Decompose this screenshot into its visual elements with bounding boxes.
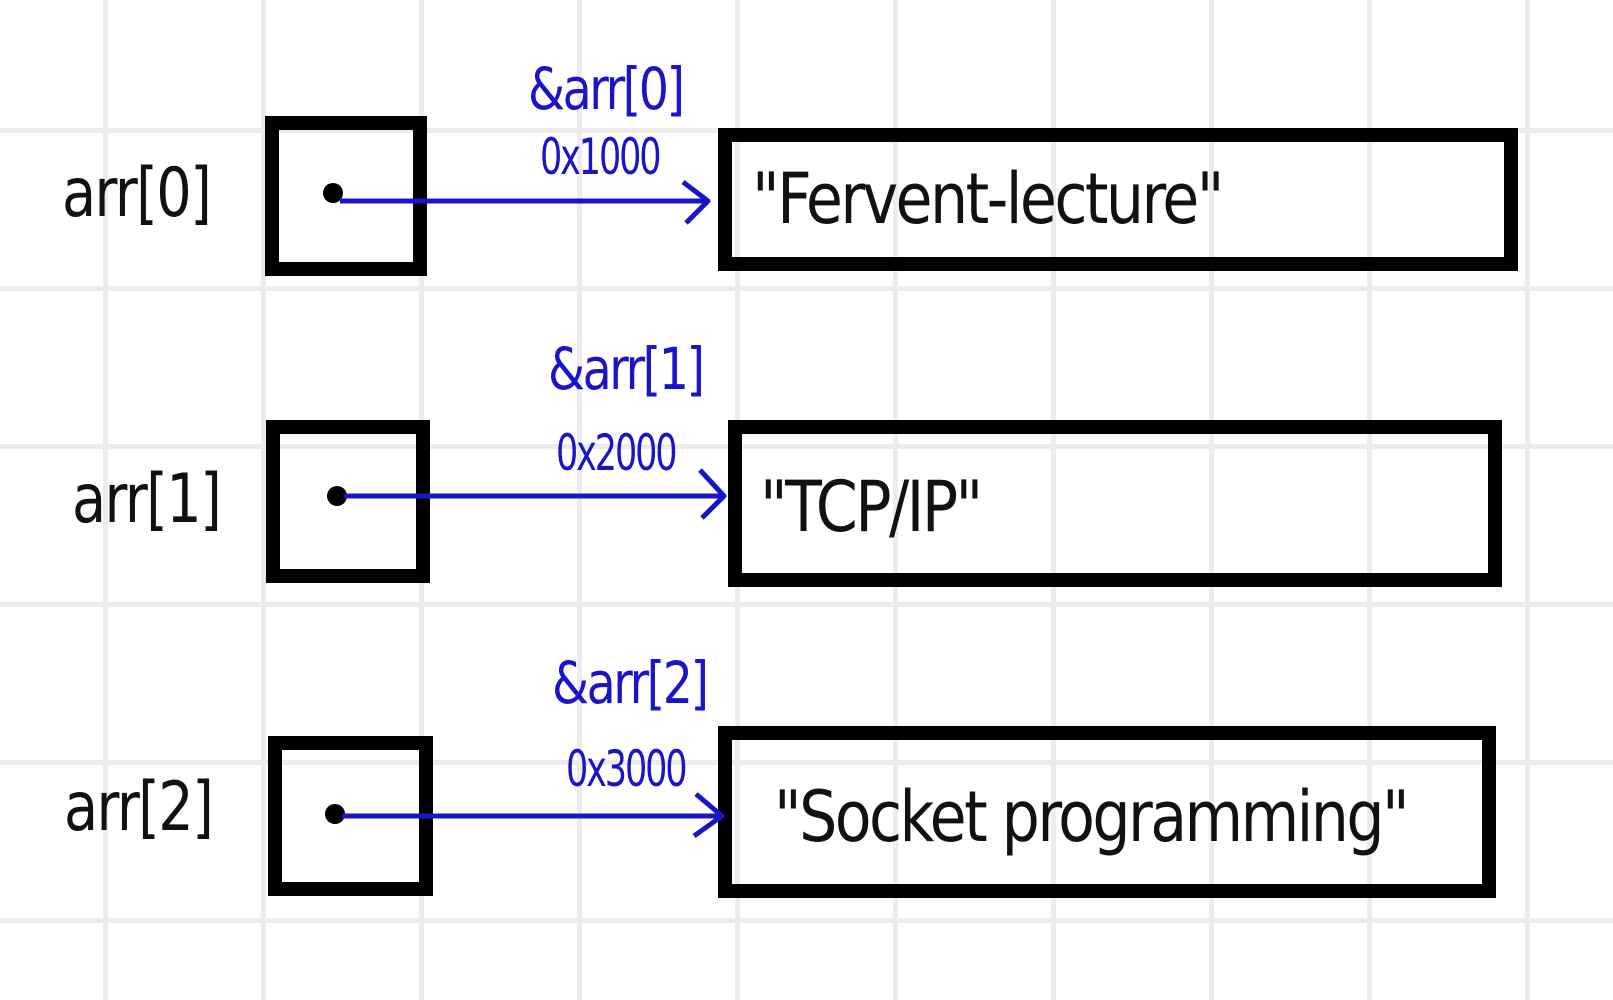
row-0-address-value: 0x1000 bbox=[540, 128, 662, 186]
row-2-string-value: "Socket programming" bbox=[774, 776, 1410, 858]
row-2-string-cell bbox=[718, 726, 1496, 898]
row-0-string-cell bbox=[718, 128, 1518, 271]
row-1-string-cell bbox=[728, 420, 1502, 587]
row-1-string-value: "TCP/IP" bbox=[760, 466, 983, 548]
row-1-address-name: &arr[1] bbox=[548, 335, 705, 403]
row-0-label: arr[0] bbox=[62, 154, 212, 233]
row-0-pointer-arrow bbox=[323, 180, 711, 225]
row-1-pointer-cell bbox=[266, 420, 430, 583]
row-2-pointer-arrow bbox=[325, 792, 725, 839]
row-2-label: arr[2] bbox=[64, 768, 214, 847]
row-1-address-value: 0x2000 bbox=[556, 424, 678, 482]
row-1-pointer-arrow bbox=[327, 468, 727, 520]
row-2-address-value: 0x3000 bbox=[566, 740, 688, 798]
row-0-address-name: &arr[0] bbox=[528, 55, 685, 123]
row-0-string-value: "Fervent-lecture" bbox=[752, 158, 1224, 240]
row-1-label: arr[1] bbox=[72, 460, 222, 539]
row-0-pointer-cell bbox=[265, 116, 427, 276]
row-2-address-name: &arr[2] bbox=[552, 649, 709, 717]
